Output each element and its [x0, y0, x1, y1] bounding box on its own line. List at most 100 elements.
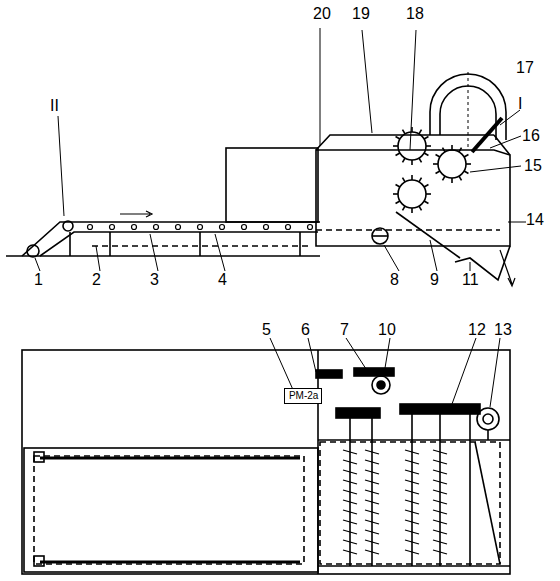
finger	[405, 470, 419, 474]
callout-number: 4	[218, 272, 227, 288]
roller	[198, 225, 203, 230]
finger	[365, 510, 379, 514]
drum-tooth	[451, 178, 453, 183]
drum-tooth	[443, 176, 446, 180]
conveyor-rollers	[88, 225, 313, 230]
finger	[433, 530, 447, 534]
finger	[405, 450, 419, 454]
drum	[398, 180, 426, 208]
drum-tooth	[426, 145, 431, 147]
finger	[365, 480, 379, 484]
finger	[405, 460, 419, 464]
finger	[433, 500, 447, 504]
callout-number: 11	[462, 272, 479, 288]
roller	[110, 225, 115, 230]
drum-tooth	[419, 158, 422, 162]
drum-tooth	[403, 206, 406, 210]
callout-number: 18	[406, 6, 424, 22]
callout-number: 8	[390, 272, 399, 288]
finger	[405, 490, 419, 494]
callout-number: 13	[494, 322, 512, 338]
finger	[343, 480, 357, 484]
callout-number: II	[50, 98, 59, 114]
finger	[433, 520, 447, 524]
drum-tooth	[396, 137, 400, 140]
callout-number: 5	[262, 322, 271, 338]
finger	[343, 490, 357, 494]
drum	[398, 132, 426, 160]
drum-tooth	[464, 171, 468, 174]
finger	[365, 520, 379, 524]
drum-tooth	[426, 193, 431, 195]
drum-tooth	[451, 145, 453, 150]
finger	[365, 550, 379, 554]
callout-number: 12	[468, 322, 486, 338]
finger	[343, 530, 357, 534]
callout-number: 9	[430, 272, 439, 288]
callout-number: 2	[92, 272, 101, 288]
roller	[308, 225, 313, 230]
finger	[405, 530, 419, 534]
drum-tooth	[433, 163, 438, 165]
drum-tooth	[396, 185, 400, 188]
drum-tooth	[424, 137, 428, 140]
drum-tooth	[443, 148, 446, 152]
finger	[433, 450, 447, 454]
drum-tooth	[419, 206, 422, 210]
roller	[132, 225, 137, 230]
roller	[264, 225, 269, 230]
roller	[242, 225, 247, 230]
finger	[343, 510, 357, 514]
finger	[405, 540, 419, 544]
finger	[433, 480, 447, 484]
finger	[405, 510, 419, 514]
drum-tooth	[424, 153, 428, 156]
finger	[343, 550, 357, 554]
side-view	[6, 28, 526, 286]
callout-number: 20	[313, 6, 331, 22]
box-label: РМ-2а	[289, 390, 317, 402]
drum-tooth	[403, 158, 406, 162]
finger	[365, 490, 379, 494]
finger	[365, 460, 379, 464]
finger	[433, 540, 447, 544]
roller	[88, 225, 93, 230]
drum	[438, 150, 466, 178]
callout-number: 19	[352, 6, 370, 22]
finger	[405, 480, 419, 484]
callout-number: 17	[516, 60, 534, 76]
finger	[365, 470, 379, 474]
plan-view	[22, 338, 510, 574]
drum-tooth	[419, 130, 422, 134]
drums	[393, 127, 471, 213]
callout-number: 6	[301, 322, 310, 338]
drum-tooth	[411, 175, 413, 180]
finger	[343, 450, 357, 454]
roller	[286, 225, 291, 230]
finger	[405, 520, 419, 524]
roller	[154, 225, 159, 230]
drum-tooth	[436, 171, 440, 174]
callout-number: 3	[150, 272, 159, 288]
callout-number: 14	[526, 212, 544, 228]
callout-number: I	[518, 96, 522, 112]
callout-number: 10	[378, 322, 396, 338]
finger	[433, 490, 447, 494]
finger	[343, 470, 357, 474]
drum-tooth	[396, 153, 400, 156]
finger	[405, 500, 419, 504]
callout-number: 16	[522, 128, 540, 144]
roller	[176, 225, 181, 230]
callout-number: 1	[34, 272, 43, 288]
finger	[343, 500, 357, 504]
drum-tooth	[403, 130, 406, 134]
drum-tooth	[466, 163, 471, 165]
finger	[343, 460, 357, 464]
drum-tooth	[419, 178, 422, 182]
finger	[365, 530, 379, 534]
drum-tooth	[411, 160, 413, 165]
roller	[220, 225, 225, 230]
drum-tooth	[436, 155, 440, 158]
drum-tooth	[459, 176, 462, 180]
